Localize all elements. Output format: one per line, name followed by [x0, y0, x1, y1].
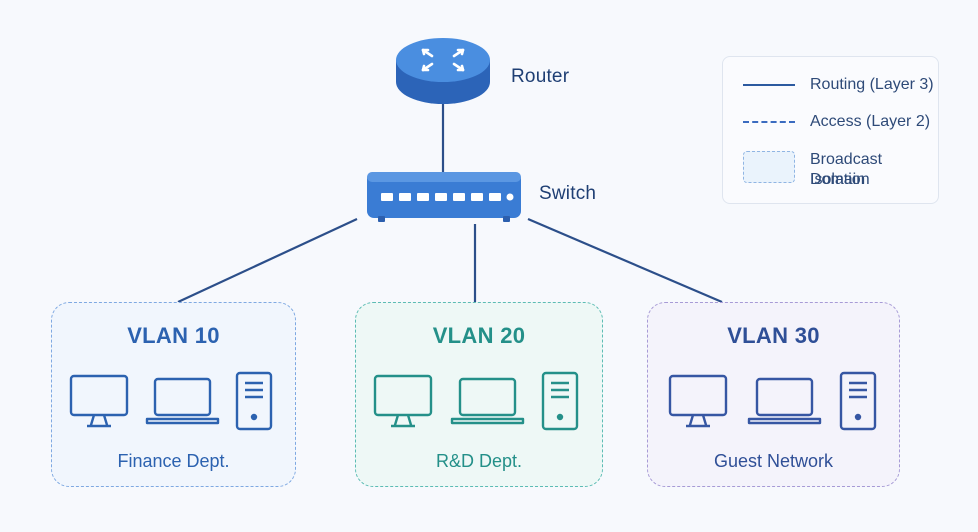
- solid-line-swatch: [743, 84, 795, 86]
- server-tower-icon: [235, 371, 273, 431]
- vlan-title: VLAN 20: [432, 323, 526, 348]
- vlan-title: VLAN 10: [127, 323, 220, 348]
- monitor-icon: [668, 374, 728, 428]
- laptop-icon: [747, 377, 822, 425]
- vlan-title: VLAN 30: [727, 323, 820, 348]
- switch-vlan30-link: [527, 217, 723, 304]
- vlan-10-group: VLAN 10 Finance Dept.: [51, 302, 296, 487]
- switch-vlan10-link: [177, 218, 358, 303]
- monitor-icon: [69, 374, 129, 428]
- server-tower-icon: [839, 371, 877, 431]
- vlan-20-group: VLAN 20 R&D Dept.: [355, 302, 603, 487]
- legend: Routing (Layer 3) Access (Layer 2) Broad…: [722, 56, 939, 204]
- switch-label: Switch: [539, 183, 597, 204]
- legend-label-line1: Broadcast Domain: [810, 151, 883, 188]
- legend-label-line2: Isolation: [810, 171, 870, 188]
- dashed-box-swatch: [743, 151, 795, 183]
- vlan-30-group: VLAN 30 Guest Network: [647, 302, 900, 487]
- server-tower-icon: [541, 371, 579, 431]
- laptop-icon: [450, 377, 525, 425]
- device-icons: [69, 371, 273, 431]
- vlan-dept-label: Finance Dept.: [117, 451, 230, 471]
- dashed-line-swatch: [743, 121, 795, 123]
- device-icons: [668, 371, 877, 431]
- switch-icon: [367, 172, 521, 222]
- monitor-icon: [373, 374, 433, 428]
- legend-label: Access (Layer 2): [810, 113, 931, 130]
- router-icon: [396, 38, 490, 104]
- vlan-dept-label: R&D Dept.: [435, 451, 523, 471]
- router-label: Router: [511, 66, 570, 87]
- vlan-dept-label: Guest Network: [713, 451, 834, 471]
- laptop-icon: [145, 377, 220, 425]
- legend-label: Routing (Layer 3): [810, 76, 934, 93]
- device-icons: [373, 371, 579, 431]
